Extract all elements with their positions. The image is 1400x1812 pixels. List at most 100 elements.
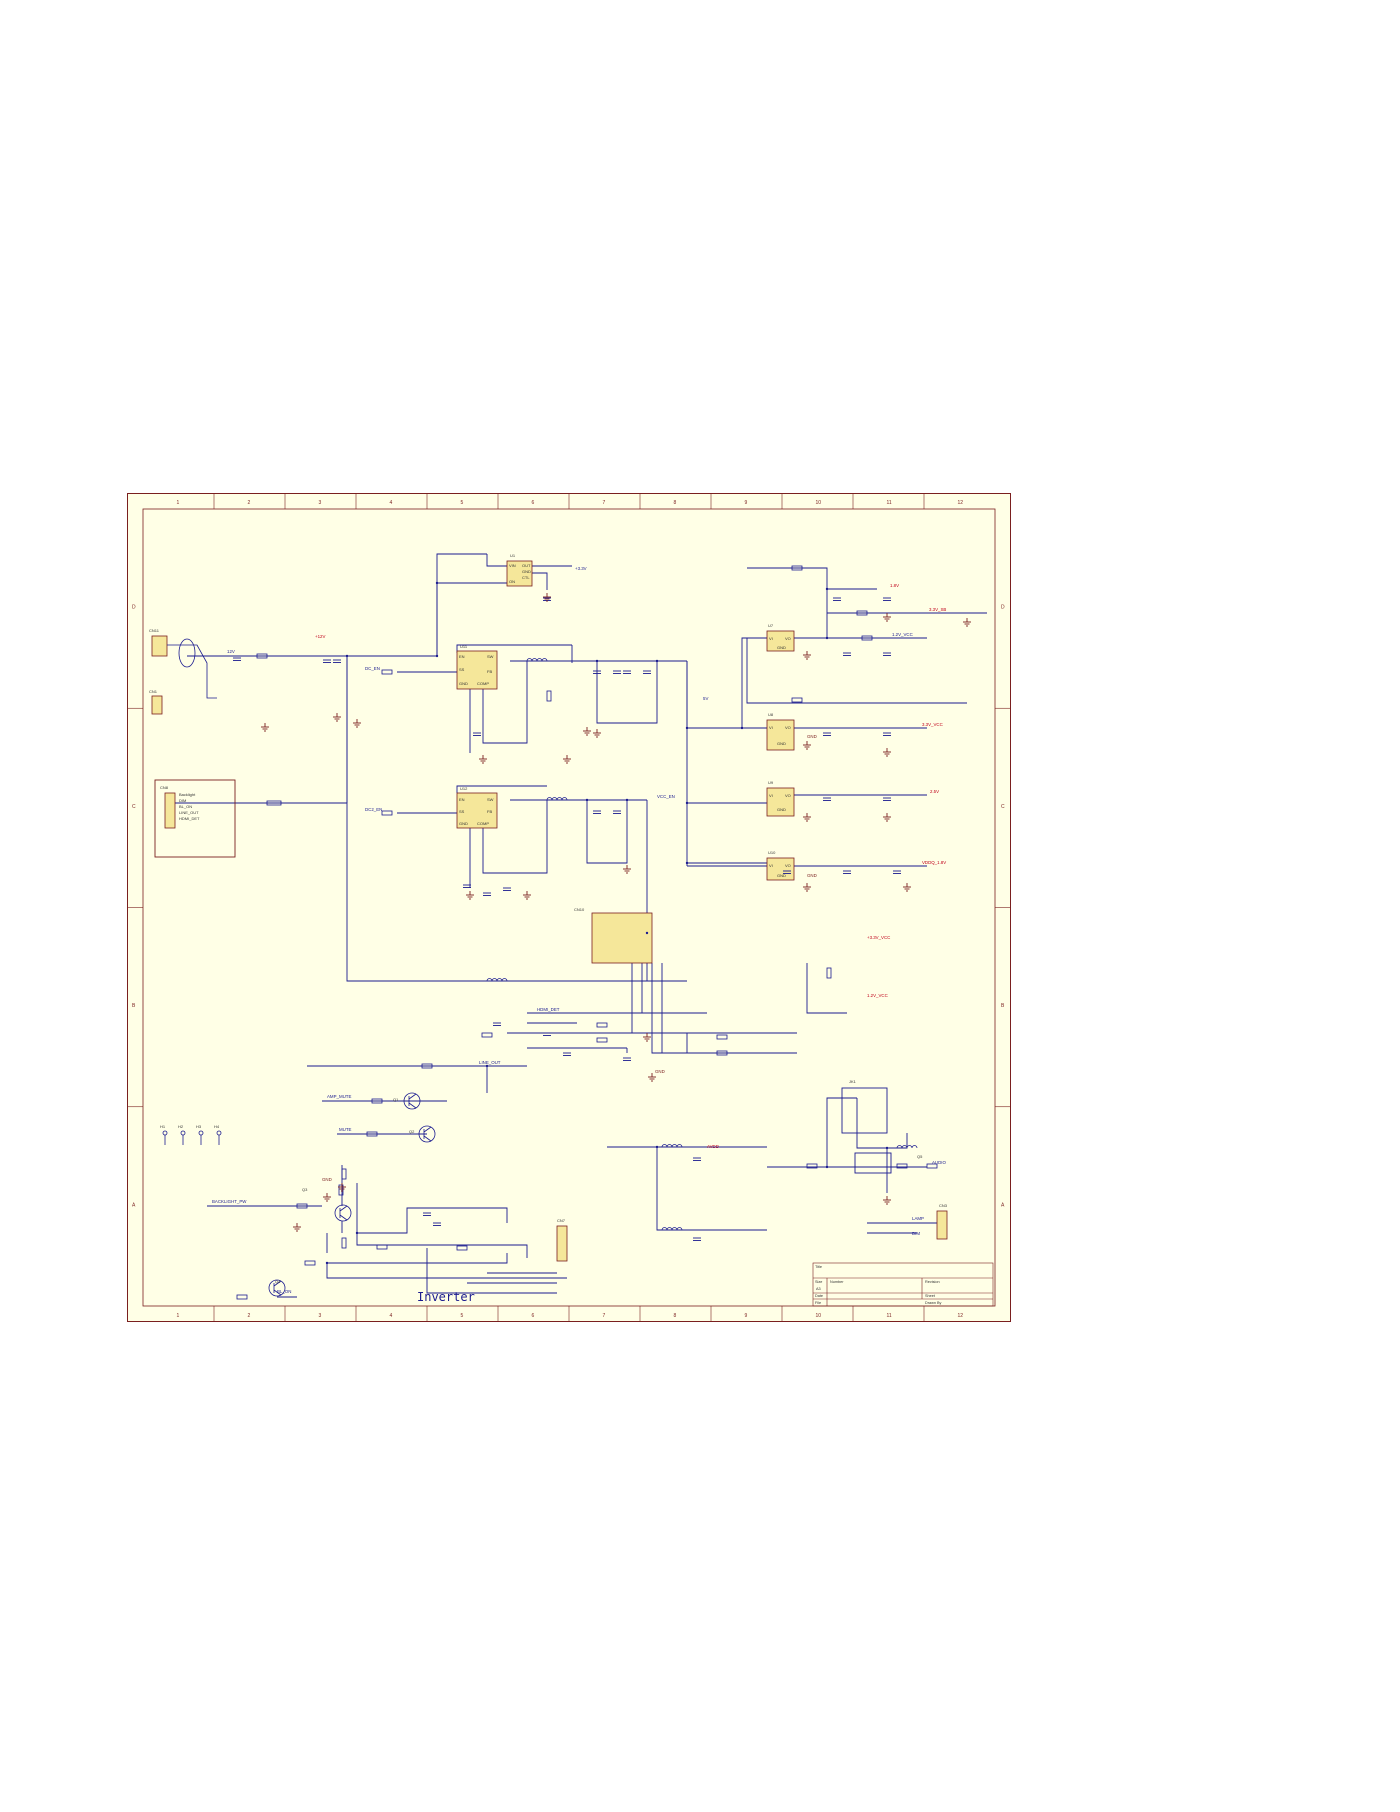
inverter-label: Inverter	[417, 1290, 475, 1304]
sig-bl-on: BL_ON	[277, 1289, 291, 1294]
q4-ref: Q4	[275, 1279, 281, 1284]
zone-col-label-bottom: 1	[177, 1313, 180, 1319]
sig-line-out: LINE_OUT	[479, 1060, 501, 1065]
zone-col-label-top: 5	[461, 500, 464, 506]
zone-row-label-right: A	[1001, 1202, 1005, 1208]
cn8-ref: CN8	[160, 785, 169, 790]
u7-ref: U7	[768, 623, 774, 628]
junction-dot	[435, 581, 439, 585]
tb-size-label: Size	[815, 1280, 822, 1284]
resistor	[304, 1260, 316, 1266]
u1-pin-out: OUT	[522, 563, 531, 568]
zone-row-label-right: B	[1001, 1003, 1005, 1009]
resistor	[421, 1063, 433, 1069]
zone-col-label-top: 4	[390, 500, 393, 506]
tb-date-label: Date	[815, 1294, 823, 1298]
u9-pin-vi: VI	[769, 793, 773, 798]
u10-pin-gnd: GND	[777, 873, 786, 878]
net-vddq: VDDQ_1.8V	[922, 860, 946, 865]
zone-row-label-left: B	[132, 1003, 136, 1009]
zone-col-label-bottom: 2	[248, 1313, 251, 1319]
jk1-ref: JK1	[849, 1079, 857, 1084]
resistor	[341, 1237, 347, 1249]
resistor	[856, 610, 868, 616]
zone-col-label-top: 3	[319, 500, 322, 506]
net-1v8: 1.8V	[890, 583, 899, 588]
sig-vcc-en: VCC_EN	[657, 794, 675, 799]
junction-dot	[685, 801, 689, 805]
zone-col-label-top: 9	[745, 500, 748, 506]
u10-ref: U10	[768, 850, 776, 855]
sig-mute: MUTE	[339, 1127, 352, 1132]
bjt-collector	[423, 1126, 432, 1133]
u9-pin-vo: VO	[785, 793, 791, 798]
inductor	[661, 1144, 683, 1148]
resistor	[596, 1037, 608, 1043]
connector-box-frame	[154, 779, 236, 858]
connector-cn7-body	[556, 1225, 568, 1262]
inductor	[486, 978, 508, 982]
ground-symbols	[261, 593, 971, 1232]
resistor	[791, 697, 803, 703]
u11-pin-ss: SS	[459, 667, 465, 672]
bjt-body	[268, 1279, 286, 1297]
net-12v-b: +12V	[315, 634, 325, 639]
zone-col-label-top: 12	[958, 500, 964, 506]
u7-pin-gnd: GND	[777, 645, 786, 650]
connector-cn10-body	[591, 912, 653, 964]
connector-cn3-body	[936, 1210, 948, 1240]
net-gnd-1: GND	[807, 734, 817, 739]
inductor	[526, 658, 548, 662]
resistor	[481, 1032, 493, 1038]
inductor	[896, 1145, 918, 1149]
resistor	[338, 1184, 344, 1196]
ic-u12-body	[456, 792, 498, 829]
tp-h2: H2	[178, 1124, 184, 1129]
resistor	[596, 1022, 608, 1028]
dc-jack-lines	[167, 644, 217, 699]
sig-backlight: BACKLIGHT_PW	[212, 1199, 247, 1204]
resistor	[791, 565, 803, 571]
net-3v3-vcc-right: +3.3V_VCC	[867, 935, 890, 940]
audio-jack-inner	[854, 1152, 892, 1174]
ic-u11-body	[456, 650, 498, 690]
bjt-emitter	[408, 1102, 417, 1109]
zone-col-label-bottom: 4	[390, 1313, 393, 1319]
net-5v: 5V	[703, 696, 708, 701]
u12-pin-sw: SW	[487, 797, 494, 802]
u1-pin-ctl: CTL	[522, 575, 530, 580]
zone-col-label-top: 2	[248, 500, 251, 506]
resistor	[266, 800, 282, 806]
u7-pin-vi: VI	[769, 636, 773, 641]
net-3v3-sb: 3.3V_SB	[929, 607, 946, 612]
sig-dc2-en: DC2_EN	[365, 807, 382, 812]
tp-h4: H4	[214, 1124, 220, 1129]
junction-dot	[825, 1165, 829, 1169]
zone-col-label-bottom: 8	[674, 1313, 677, 1319]
cn8-pin-backlight: Backlight	[179, 792, 196, 797]
resistor	[861, 635, 873, 641]
junction-dot	[355, 1231, 359, 1235]
resistor	[716, 1050, 728, 1056]
u1-pin-on: ON	[509, 579, 515, 584]
cn8-pin-hdmi-det: HDMI_DET	[179, 816, 200, 821]
net-avdd: AVDD	[707, 1144, 719, 1149]
zone-col-label-top: 7	[603, 500, 606, 506]
u9-pin-gnd: GND	[777, 807, 786, 812]
zone-row-label-left: D	[132, 605, 136, 611]
zone-col-label-top: 10	[816, 500, 822, 506]
connector-cn11-body	[151, 635, 168, 657]
tb-revision-label: Revision	[925, 1280, 940, 1284]
resistor	[896, 1163, 908, 1169]
bjt-collector	[273, 1280, 282, 1287]
u1-pin-gnd: GND	[522, 569, 531, 574]
bjt-emitter	[423, 1135, 432, 1142]
u8-pin-vo: VO	[785, 725, 791, 730]
zone-row-label-right: C	[1001, 804, 1005, 810]
net-3v3-vcc: 3.3V_VCC	[922, 722, 943, 727]
junction-dot	[685, 726, 689, 730]
junction-dot	[435, 654, 439, 658]
cn3-ref: CN3	[939, 1203, 948, 1208]
capacitors	[233, 597, 901, 1241]
